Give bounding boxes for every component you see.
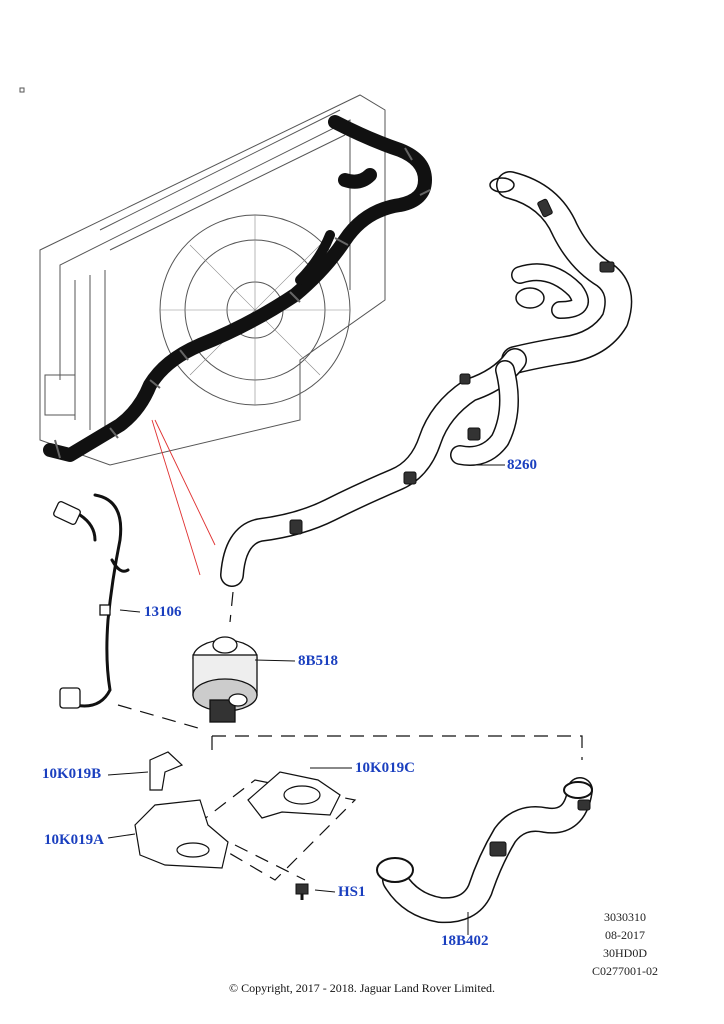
drawing-date: 08-2017 — [605, 928, 645, 942]
bracket-10K019C — [247, 771, 341, 819]
callout-18B402[interactable]: 18B402 — [441, 933, 489, 949]
callout-HS1[interactable]: HS1 — [338, 884, 366, 900]
leader-lines-red — [151, 419, 216, 576]
pump-8B518 — [192, 636, 258, 723]
hose-clamps-black — [54, 147, 431, 459]
callout-10K019B[interactable]: 10K019B — [42, 766, 102, 782]
clamps-8260 — [289, 198, 615, 535]
harness-13106 — [73, 493, 130, 708]
callout-13106[interactable]: 13106 — [144, 604, 182, 620]
callout-leaders — [107, 464, 505, 935]
upper-hose-black — [43, 115, 432, 462]
bracket-10K019B — [149, 751, 184, 791]
callout-8260[interactable]: 8260 — [507, 457, 537, 473]
bracket-10K019A — [134, 799, 229, 869]
drawing-model-code: 30HD0D — [603, 946, 647, 960]
callout-10K019A[interactable]: 10K019A — [44, 832, 104, 848]
hose-8260 — [220, 171, 633, 587]
callout-8B518[interactable]: 8B518 — [298, 653, 339, 669]
connectors-13106 — [53, 501, 111, 709]
drawing-number: 3030310 — [604, 910, 646, 924]
drawing-reference: C0277001-02 — [592, 964, 658, 978]
hose-18B402 — [376, 777, 593, 924]
copyright-notice: © Copyright, 2017 - 2018. Jaguar Land Ro… — [228, 981, 496, 995]
bolt-HS1 — [295, 883, 309, 900]
assembly-dashed-lines — [117, 591, 583, 881]
clamps-18B402 — [489, 799, 591, 857]
callout-10K019C[interactable]: 10K019C — [355, 760, 415, 776]
radiator-assembly — [19, 87, 386, 466]
